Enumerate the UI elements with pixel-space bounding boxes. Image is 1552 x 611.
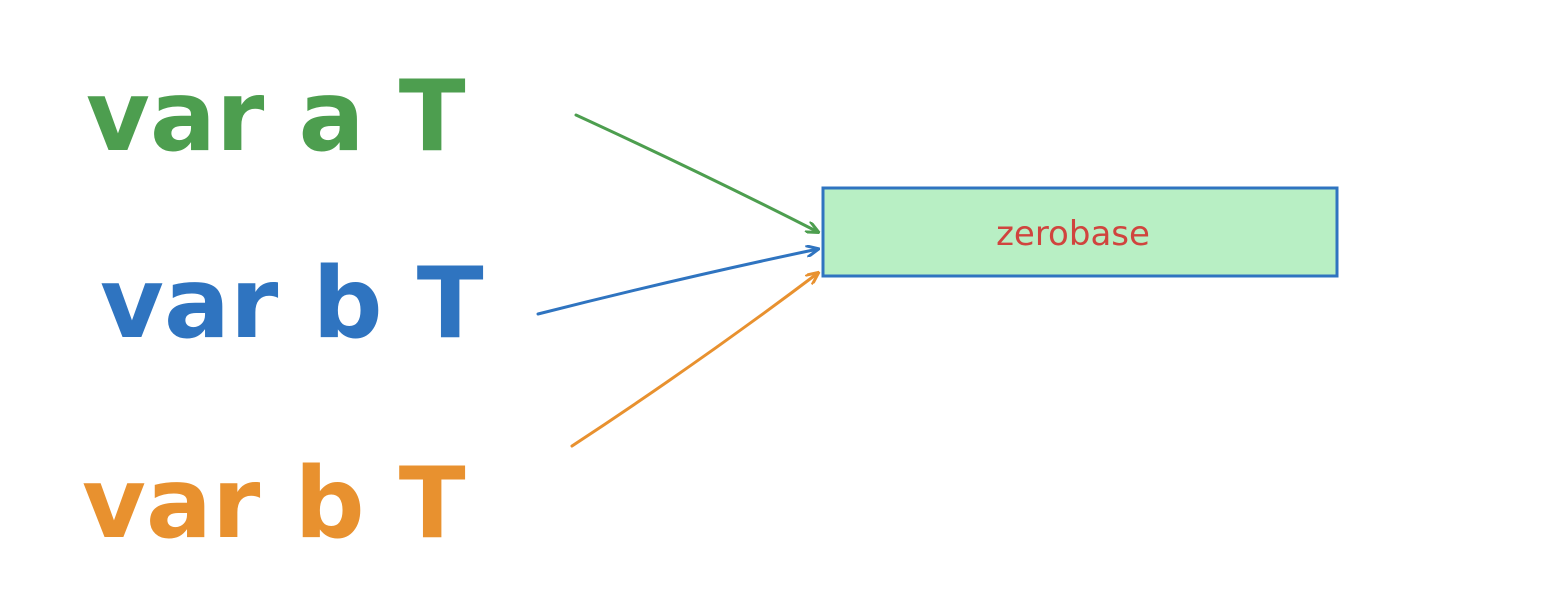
declaration-var-b-first: var b T xyxy=(100,247,484,361)
arrow-var-a-to-zerobase xyxy=(574,113,818,232)
arrow-var-b-first-to-zerobase xyxy=(536,249,818,316)
zerobase-label: zerobase xyxy=(996,214,1150,254)
declaration-var-b-second: var b T xyxy=(82,447,466,561)
zerobase-box xyxy=(821,186,1339,278)
arrow-var-b-second-to-zerobase xyxy=(570,273,818,448)
declaration-var-a: var a T xyxy=(86,60,466,174)
